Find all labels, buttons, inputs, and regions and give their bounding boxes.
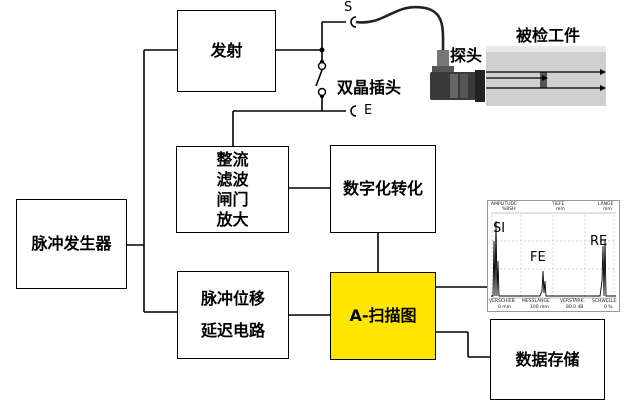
ascan-display: AMPLITUDE TIEFE LÄNGE %BSH mm mm SI FE R… (487, 200, 620, 312)
si-peak-label: SI (493, 221, 506, 236)
range-footer: MESSLÄNGE (522, 299, 550, 304)
dual-plug-label: 双晶插头 (337, 78, 402, 97)
threshold-footer: SCHWELLE (592, 299, 617, 304)
amplitude-unit: %BSH (502, 207, 516, 212)
length-unit: mm (603, 207, 612, 212)
pulse-generator-box: 脉冲发生器 (16, 199, 127, 289)
delay-circuit-line: 延迟电路 (200, 321, 265, 340)
rectify-line: 整流 (216, 149, 249, 169)
data-storage-box: 数据存储 (490, 319, 605, 400)
ascan-label: A-扫描图 (349, 306, 417, 325)
data-storage-label: 数据存储 (515, 349, 580, 369)
depth-unit: mm (556, 207, 565, 212)
length-header: LÄNGE (598, 202, 614, 207)
gate-line: 闸门 (216, 189, 249, 209)
ascan-box: A-扫描图 (330, 272, 436, 360)
shift-value: 0 mm (498, 305, 512, 310)
amplify-line: 放大 (216, 209, 249, 229)
pulse-generator-label: 脉冲发生器 (31, 234, 112, 253)
filter-line: 滤波 (216, 169, 249, 189)
rectify-box: 整流 滤波 闸门 放大 (176, 146, 289, 233)
gain-value: 80.0 dB (566, 305, 584, 310)
s-connector-label: S (344, 0, 353, 15)
probe-label: 探头 (450, 46, 483, 65)
digitize-box: 数字化转化 (330, 145, 436, 233)
transmit-label: 发射 (210, 41, 243, 60)
amplitude-header: AMPLITUDE (491, 202, 517, 207)
threshold-value: 0 % (604, 305, 613, 310)
e-connector-label: E (364, 103, 373, 118)
fe-peak-label: FE (530, 250, 546, 265)
pulse-shift-line: 脉冲位移 (200, 289, 265, 308)
depth-header: TIEFE (552, 202, 565, 207)
shift-footer: VERSCHIEB. (489, 299, 517, 304)
re-peak-label: RE (590, 234, 608, 249)
workpiece-label: 被检工件 (516, 26, 581, 45)
transmit-box: 发射 (177, 10, 276, 92)
digitize-label: 数字化转化 (342, 179, 423, 198)
gain-footer: VERSTÄRK. (560, 299, 585, 304)
pulse-shift-box: 脉冲位移 延迟电路 (177, 271, 289, 359)
ascan-trace (491, 212, 616, 299)
range-value: 100 mm (530, 305, 549, 310)
